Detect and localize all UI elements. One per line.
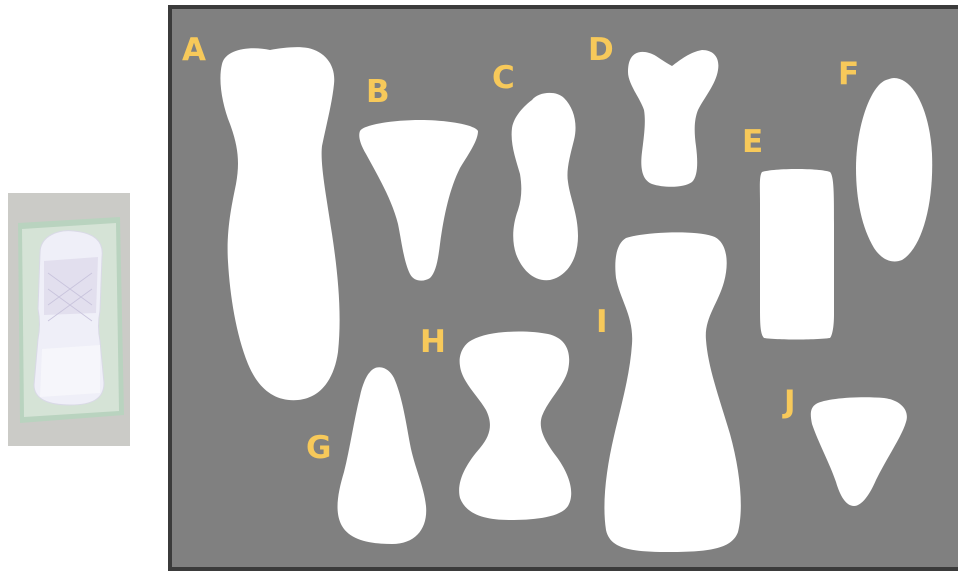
pad-photo: [8, 193, 130, 446]
shape-e: [760, 169, 834, 340]
shape-b: [359, 120, 478, 281]
label-g: G: [306, 433, 331, 464]
label-d: D: [588, 35, 614, 66]
shape-j: [811, 397, 907, 506]
label-b: B: [366, 77, 390, 108]
shape-h: [459, 332, 571, 520]
shape-d: [628, 50, 718, 187]
shapes-board: A B C D E F G H I J: [168, 5, 958, 571]
shape-i: [604, 232, 740, 552]
shape-g: [338, 367, 427, 544]
label-a: A: [182, 35, 206, 66]
pad-photo-illustration: [8, 193, 130, 446]
label-i: I: [596, 307, 608, 338]
label-j: J: [784, 387, 796, 418]
label-c: C: [492, 63, 515, 94]
shape-a: [220, 47, 339, 400]
shape-f: [856, 78, 932, 262]
shape-c: [512, 93, 578, 280]
label-h: H: [420, 327, 446, 358]
label-e: E: [742, 127, 763, 158]
label-f: F: [838, 59, 859, 90]
shapes-svg: [172, 9, 958, 575]
